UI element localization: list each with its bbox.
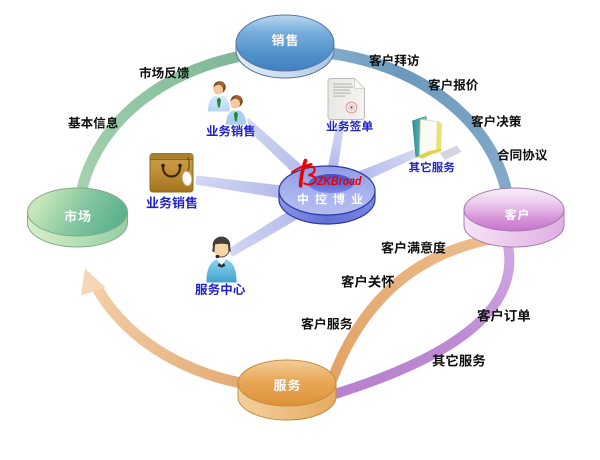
svg-text:ZKBroad: ZKBroad	[316, 174, 362, 188]
